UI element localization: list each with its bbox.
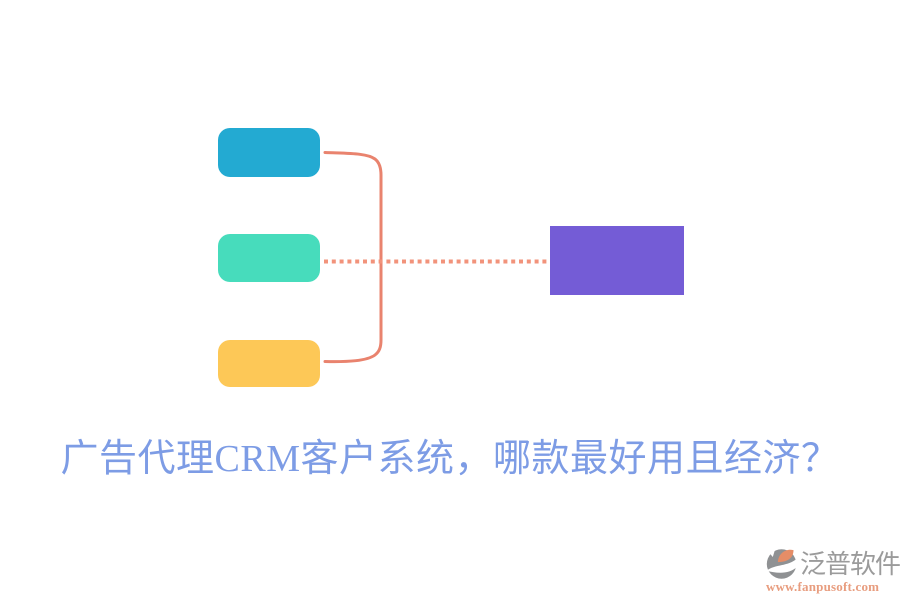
watermark-brand-row: 泛普软件 — [766, 546, 900, 581]
watermark: 泛普软件 www.fanpusoft.com — [766, 546, 900, 594]
bracket-connector — [323, 151, 383, 364]
brand-name: 泛普软件 — [800, 548, 900, 579]
diagram-node-source-middle — [218, 234, 320, 282]
diagram-node-source-top — [218, 128, 320, 177]
page-title: 广告代理CRM客户系统，哪款最好用且经济？ — [60, 438, 840, 480]
fanpu-logo-icon — [766, 547, 798, 579]
diagram-node-target — [550, 226, 684, 295]
diagram-node-source-bottom — [218, 340, 320, 387]
brand-url: www.fanpusoft.com — [766, 579, 880, 594]
